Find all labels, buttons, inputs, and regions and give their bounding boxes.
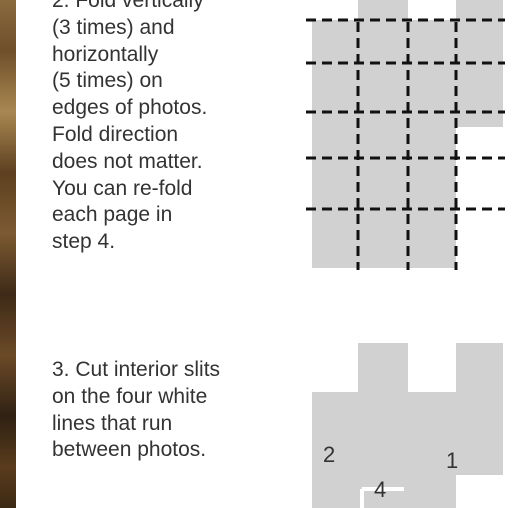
photo-panel-lower bbox=[312, 127, 456, 268]
photo-panel-top-right bbox=[456, 0, 503, 20]
panel-label-4: 4 bbox=[374, 477, 386, 502]
photo-panel-right-tall bbox=[456, 343, 503, 475]
cut-diagram-photo-panels bbox=[312, 343, 503, 508]
panel-label-1: 1 bbox=[446, 448, 458, 473]
fold-diagram bbox=[306, 0, 505, 270]
cut-diagram: 2 1 4 bbox=[312, 343, 503, 508]
panel-label-2: 2 bbox=[323, 442, 335, 467]
photo-panel-top-left bbox=[358, 0, 408, 20]
